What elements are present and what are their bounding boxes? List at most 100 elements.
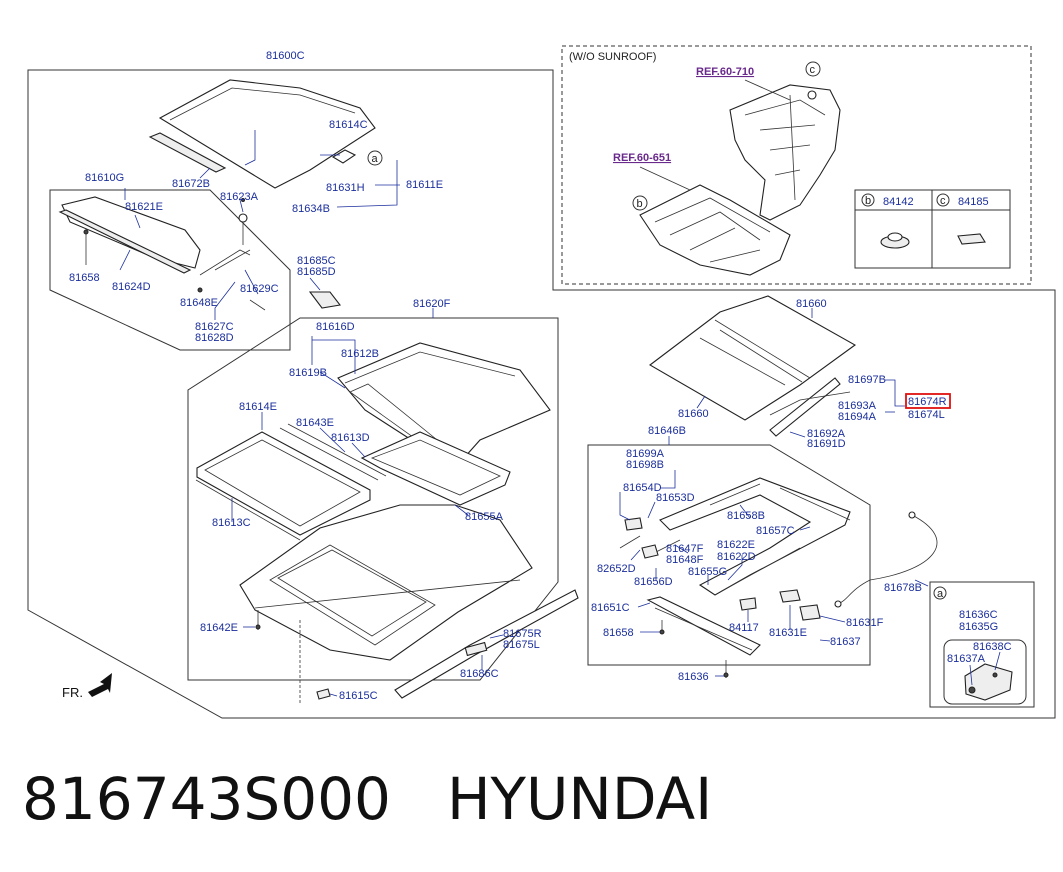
label-81636C[interactable]: 81636C <box>959 609 998 621</box>
label-81631F[interactable]: 81631F <box>846 617 884 629</box>
label-81612B[interactable]: 81612B <box>341 348 379 360</box>
label-81653D[interactable]: 81653D <box>656 492 695 504</box>
label-81627C[interactable]: 81627C <box>195 321 234 333</box>
parts-diagram: (W/O SUNROOF) REF.60-710 REF.60-651 c b … <box>27 45 1056 719</box>
label-81622D[interactable]: 81622D <box>717 551 756 563</box>
label-81658B[interactable]: 81658B <box>727 510 765 522</box>
svg-text:c: c <box>810 64 816 76</box>
label-81615C[interactable]: 81615C <box>339 690 378 702</box>
label-81637[interactable]: 81637 <box>830 636 861 648</box>
label-81685D[interactable]: 81685D <box>297 266 336 278</box>
label-81611E[interactable]: 81611E <box>406 179 443 191</box>
inset-without-sunroof-frame <box>561 45 1032 285</box>
glass-frame-81613D <box>360 431 511 506</box>
label-81646B[interactable]: 81646B <box>648 425 686 437</box>
label-81699A[interactable]: 81699A <box>626 448 665 460</box>
label-81622E[interactable]: 81622E <box>717 539 755 551</box>
label-81619B[interactable]: 81619B <box>289 367 327 379</box>
label-81686C[interactable]: 81686C <box>460 668 499 680</box>
label-81648E[interactable]: 81648E <box>180 297 218 309</box>
label-81658-mid[interactable]: 81658 <box>603 627 634 639</box>
label-81693A[interactable]: 81693A <box>838 400 877 412</box>
label-81631E[interactable]: 81631E <box>769 627 807 639</box>
assembly-boundary-outer <box>27 69 1056 719</box>
label-81635G[interactable]: 81635G <box>959 621 998 633</box>
label-81638C[interactable]: 81638C <box>973 641 1012 653</box>
label-81648F[interactable]: 81648F <box>666 554 704 566</box>
label-82652D[interactable]: 82652D <box>597 563 636 575</box>
label-81685C[interactable]: 81685C <box>297 255 336 267</box>
label-81629C[interactable]: 81629C <box>240 283 279 295</box>
ref-60-651[interactable]: REF.60-651 <box>613 152 671 164</box>
label-81614E[interactable]: 81614E <box>239 401 277 413</box>
label-81672B[interactable]: 81672B <box>172 178 210 190</box>
label-81624D[interactable]: 81624D <box>112 281 151 293</box>
callout-a-marker: a <box>367 150 383 166</box>
label-81634B[interactable]: 81634B <box>292 203 330 215</box>
label-81642E[interactable]: 81642E <box>200 622 238 634</box>
roof-panel-with-opening <box>239 504 533 661</box>
label-81655A[interactable]: 81655A <box>465 511 504 523</box>
label-84117[interactable]: 84117 <box>729 622 759 634</box>
label-81613C[interactable]: 81613C <box>212 517 251 529</box>
label-81657C[interactable]: 81657C <box>756 525 795 537</box>
label-81674R[interactable]: 81674R <box>908 396 947 408</box>
label-81698B[interactable]: 81698B <box>626 459 664 471</box>
label-81675R[interactable]: 81675R <box>503 628 542 640</box>
pad-84185 <box>957 233 986 245</box>
front-arrow-icon <box>88 673 112 697</box>
label-81678B[interactable]: 81678B <box>884 582 922 594</box>
label-81631H[interactable]: 81631H <box>326 182 365 194</box>
label-81654D[interactable]: 81654D <box>623 482 662 494</box>
inset-parts-table: b 84142 c 84185 <box>854 189 1011 269</box>
label-81643E[interactable]: 81643E <box>296 417 334 429</box>
label-81628D[interactable]: 81628D <box>195 332 234 344</box>
package-tray-81621E <box>61 196 201 269</box>
molding-81675R <box>394 589 579 699</box>
label-81675L[interactable]: 81675L <box>503 639 540 651</box>
roof-panel <box>158 79 376 189</box>
sunroof-frame-assembly <box>659 477 851 596</box>
label-81674L[interactable]: 81674L <box>908 409 945 421</box>
label-81613D[interactable]: 81613D <box>331 432 370 444</box>
roof-rail-strip <box>148 132 227 173</box>
label-81651C[interactable]: 81651C <box>591 602 630 614</box>
label-81637A[interactable]: 81637A <box>947 653 986 665</box>
sunshade-81660 <box>649 295 857 421</box>
ref-60-710[interactable]: REF.60-710 <box>696 66 754 78</box>
label-81660-bottom[interactable]: 81660 <box>678 408 709 420</box>
brand-name: HYUNDAI <box>446 765 713 833</box>
label-81623A[interactable]: 81623A <box>220 191 259 203</box>
label-81600C[interactable]: 81600C <box>266 50 305 62</box>
label-81697B[interactable]: 81697B <box>848 374 886 386</box>
floor-panel-part <box>639 184 791 276</box>
weatherstrip-81614E <box>196 431 371 536</box>
label-81610G[interactable]: 81610G <box>85 172 124 184</box>
label-81692A[interactable]: 81692A <box>807 428 846 440</box>
svg-text:b: b <box>865 195 871 207</box>
svg-text:a: a <box>372 153 379 165</box>
subassembly-81646B-frame <box>587 444 871 666</box>
label-81621E[interactable]: 81621E <box>125 201 163 213</box>
label-81694A[interactable]: 81694A <box>838 411 877 423</box>
sunroof-glass <box>337 342 551 469</box>
label-81655G[interactable]: 81655G <box>688 566 727 578</box>
label-81620F[interactable]: 81620F <box>413 298 451 310</box>
callout-b-inset: b <box>632 195 648 211</box>
label-81691D[interactable]: 81691D <box>807 438 846 450</box>
svg-text:84185: 84185 <box>958 196 989 208</box>
label-81658-left[interactable]: 81658 <box>69 272 100 284</box>
highlight-box-81674R <box>905 393 951 409</box>
label-81636[interactable]: 81636 <box>678 671 709 683</box>
label-81660-top[interactable]: 81660 <box>796 298 827 310</box>
guide-rail-81692A <box>769 377 841 437</box>
svg-text:c: c <box>940 195 946 207</box>
label-81647F[interactable]: 81647F <box>666 543 704 555</box>
label-81656D[interactable]: 81656D <box>634 576 673 588</box>
label-81614C[interactable]: 81614C <box>329 119 368 131</box>
label-81616D[interactable]: 81616D <box>316 321 355 333</box>
motor-81636C <box>964 663 1013 701</box>
callout-c-inset: c <box>805 61 821 77</box>
callout-a-detail: a <box>933 586 947 600</box>
